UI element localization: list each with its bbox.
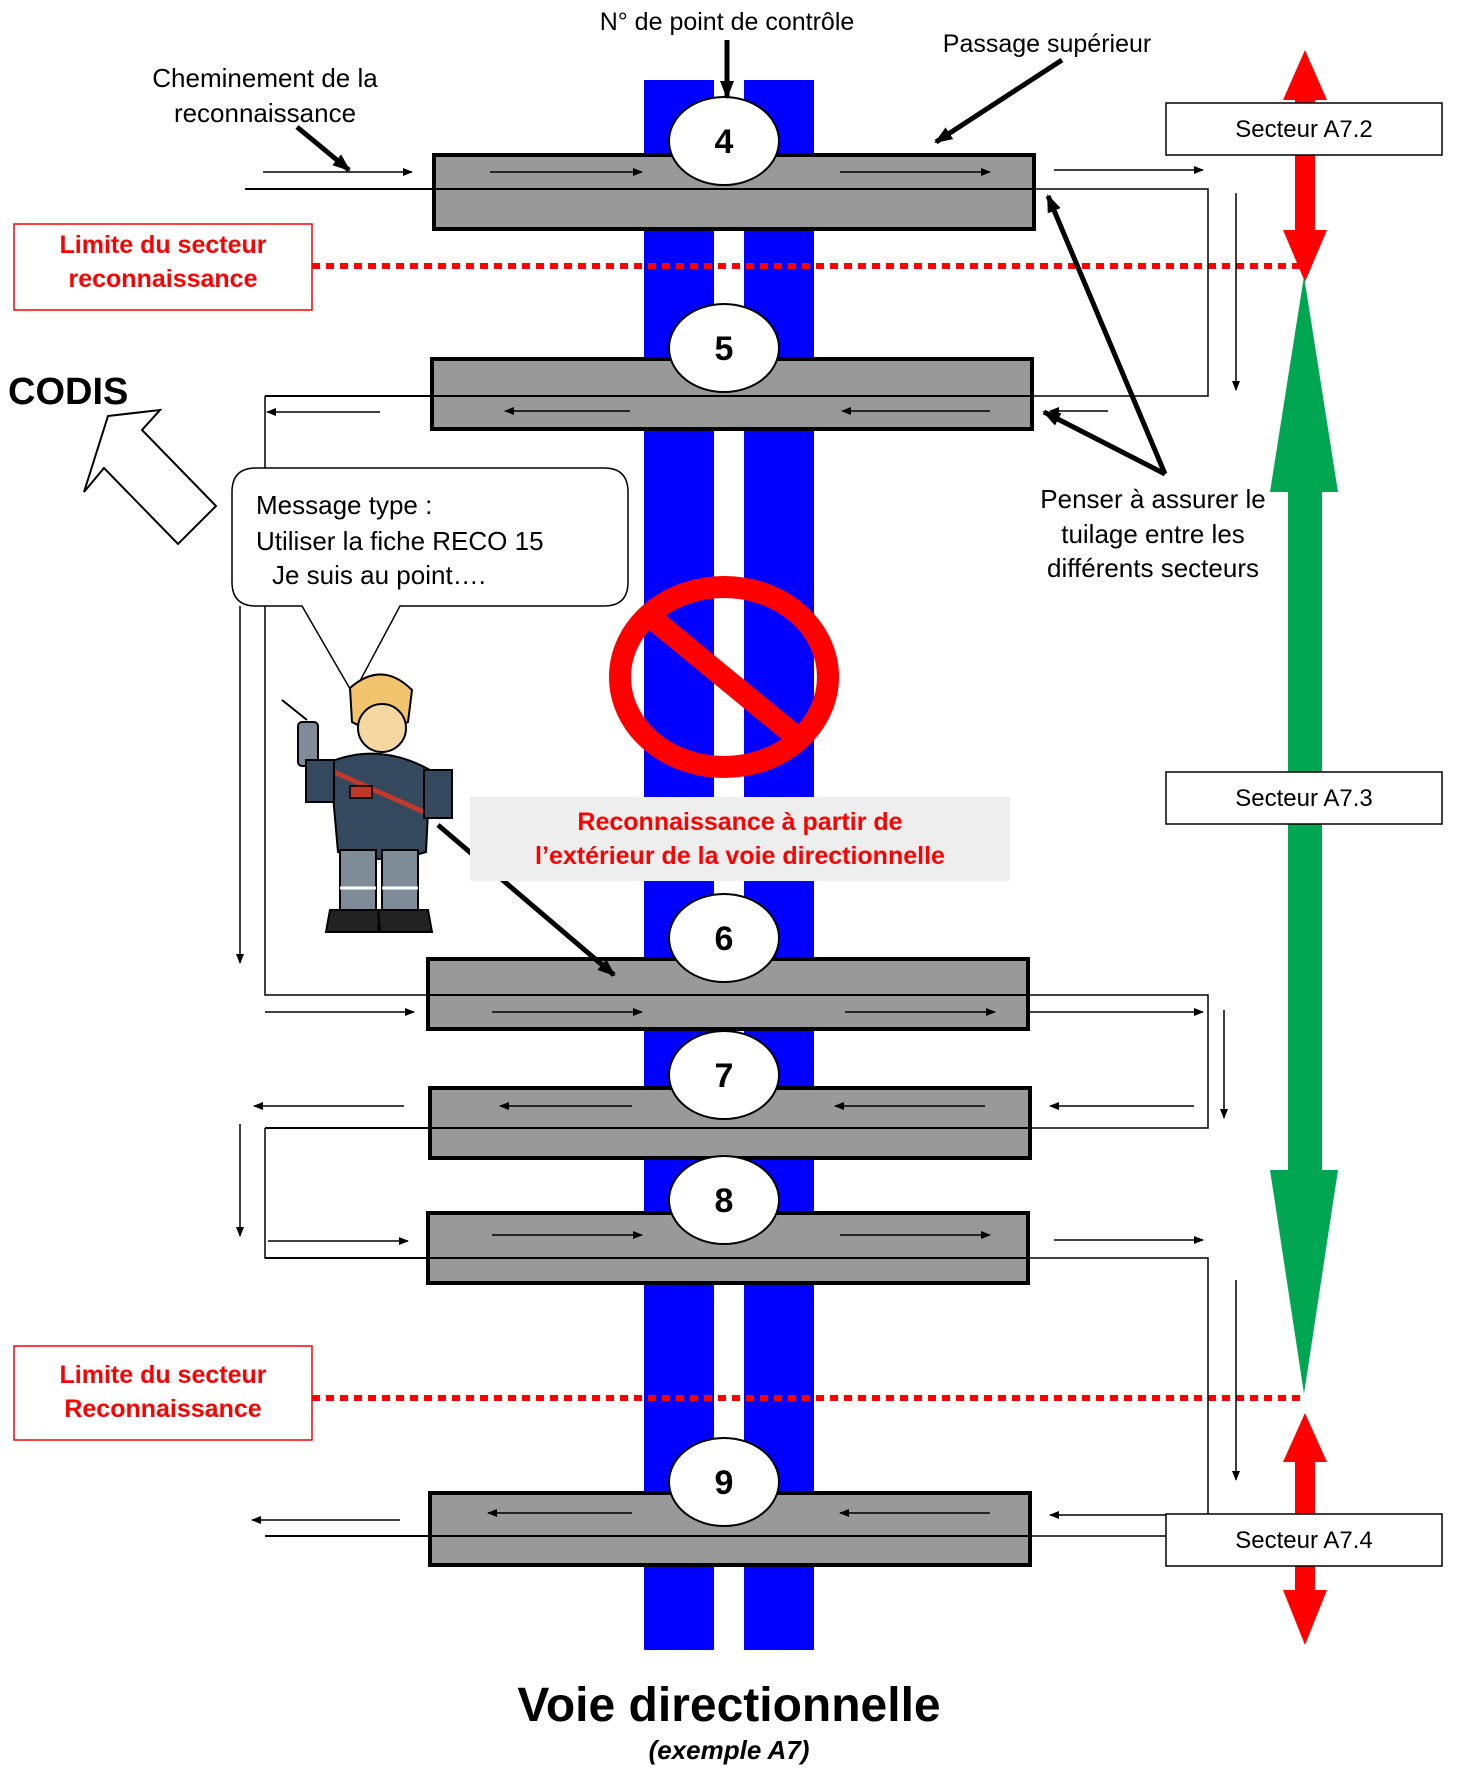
firefighter-with-radio-icon: [281, 673, 453, 933]
overpass-7: [265, 1086, 1032, 1160]
sector-label-a74: Secteur A7.4: [1165, 1513, 1443, 1567]
svg-text:Reconnaissance: Reconnaissance: [64, 1395, 261, 1423]
message-bubble: Message type : Utiliser la fiche RECO 15…: [231, 467, 629, 696]
overlap-callout-arrow-top: [1045, 194, 1168, 475]
overpass-6: [426, 957, 1030, 1031]
sector-label-a73: Secteur A7.3: [1165, 771, 1443, 825]
outside-recon-label: Reconnaissance à partir de l’extérieur d…: [470, 797, 1010, 881]
hollow-arrow-icon: [83, 408, 218, 546]
svg-text:Je suis au point….: Je suis au point….: [272, 560, 486, 590]
route-callout-arrow: [295, 125, 351, 172]
checkpoint-6: 6: [668, 893, 780, 983]
svg-text:reconnaissance: reconnaissance: [69, 265, 258, 293]
svg-text:Reconnaissance à partir de: Reconnaissance à partir de: [577, 808, 902, 836]
route-label-line1: Cheminement de la: [152, 63, 378, 93]
overpass-4: [245, 153, 1036, 231]
route-path: [236, 166, 1240, 1537]
svg-text:9: 9: [715, 1464, 734, 1502]
overlap-note-line2: tuilage entre les: [1061, 519, 1245, 549]
svg-text:l’extérieur de la voie directi: l’extérieur de la voie directionnelle: [535, 842, 945, 870]
overpass-5: [265, 357, 1034, 431]
overlap-note-line1: Penser à assurer le: [1040, 484, 1265, 514]
codis-label: CODIS: [8, 371, 128, 413]
overlap-callout-arrow-bottom: [1042, 409, 1167, 477]
overpass-callout-arrow: [934, 57, 1064, 145]
svg-text:Utiliser la fiche RECO 15: Utiliser la fiche RECO 15: [256, 526, 544, 556]
diagram-subtitle: (exemple A7): [649, 1735, 810, 1765]
callout-arrows: [295, 40, 1168, 977]
checkpoint-7: 7: [668, 1030, 780, 1120]
sector-limit-label-top: Limite du secteur reconnaissance: [13, 223, 313, 311]
svg-text:Message type :: Message type :: [256, 490, 432, 520]
checkpoint-8: 8: [668, 1155, 780, 1245]
diagram-title: Voie directionnelle: [517, 1679, 940, 1732]
overlap-note-line3: différents secteurs: [1047, 553, 1259, 583]
sector-arrow-a73: [1270, 276, 1338, 1394]
sector-label-a72: Secteur A7.2: [1165, 102, 1443, 156]
overpass-8: [265, 1211, 1030, 1285]
svg-text:Limite du secteur: Limite du secteur: [60, 1361, 267, 1389]
overpass-9: [265, 1491, 1032, 1567]
checkpoint-number-label: N° de point de contrôle: [600, 8, 855, 36]
svg-text:8: 8: [715, 1182, 734, 1220]
sector-limit-label-bottom: Limite du secteur Reconnaissance: [13, 1345, 313, 1441]
route-label-line2: reconnaissance: [174, 98, 356, 128]
prohibited-sign-icon: [609, 576, 839, 778]
svg-text:5: 5: [715, 330, 734, 368]
checkpoint-4: 4: [668, 96, 780, 186]
outside-callout-arrow: [436, 823, 616, 977]
checkpoint-5: 5: [668, 303, 780, 393]
svg-text:Secteur A7.2: Secteur A7.2: [1235, 116, 1372, 143]
overpass-label: Passage supérieur: [943, 30, 1151, 58]
svg-text:Limite du secteur: Limite du secteur: [60, 231, 267, 259]
sector-arrow-a72: [1283, 50, 1327, 282]
checkpoint-9: 9: [668, 1437, 780, 1527]
svg-text:Secteur A7.3: Secteur A7.3: [1235, 785, 1372, 812]
svg-text:7: 7: [715, 1057, 734, 1095]
svg-text:4: 4: [715, 123, 734, 161]
svg-text:6: 6: [715, 920, 734, 958]
svg-text:Secteur A7.4: Secteur A7.4: [1235, 1527, 1372, 1554]
